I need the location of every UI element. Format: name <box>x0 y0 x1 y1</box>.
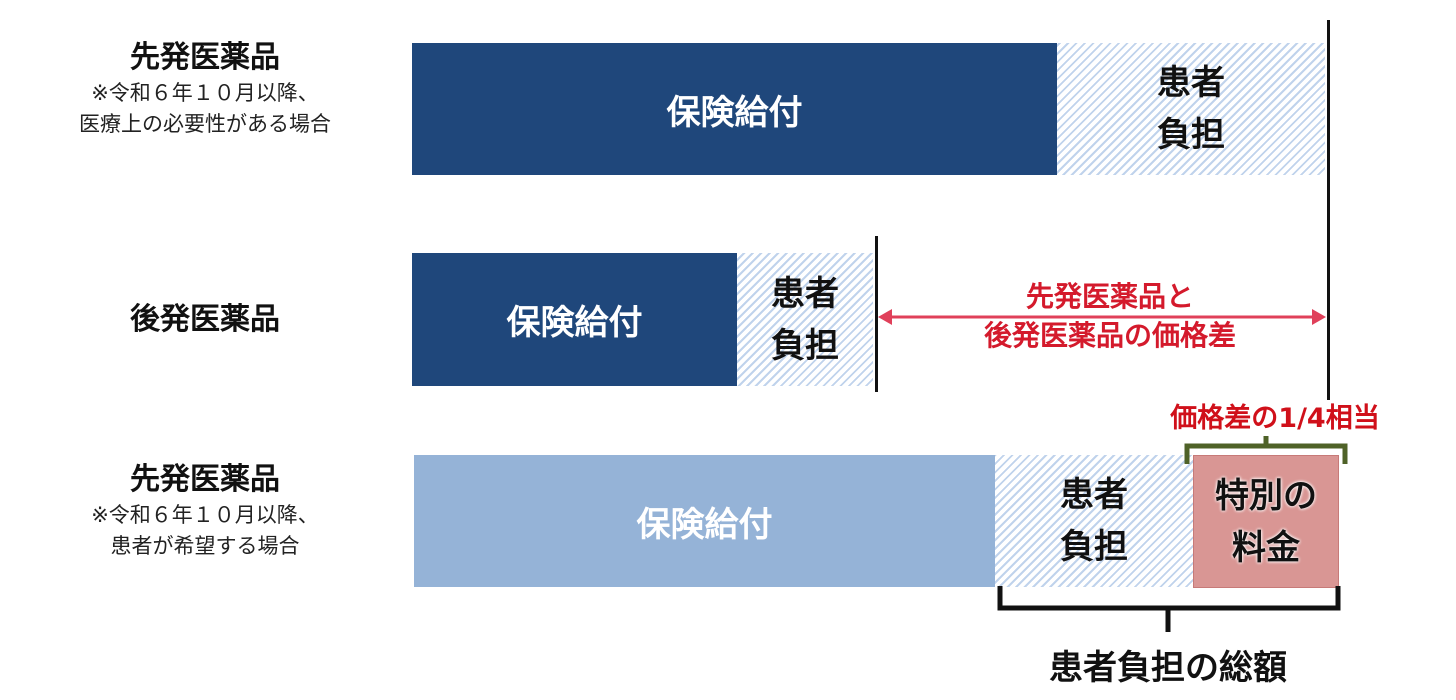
row3-title: 先発医薬品 <box>130 462 280 497</box>
row1-patient-2: 負担 <box>1157 115 1225 155</box>
row3-label: 先発医薬品 ※令和６年１０月以降、 患者が希望する場合 <box>20 460 390 562</box>
row2-title: 後発医薬品 <box>130 302 280 337</box>
row2-insurance-bar: 保険給付 <box>412 253 737 386</box>
total-label: 患者負担の総額 <box>1049 648 1287 688</box>
row1-title: 先発医薬品 <box>130 40 280 75</box>
price-diff-label: 先発医薬品と 後発医薬品の価格差 <box>900 278 1320 354</box>
quarter-bracket <box>1184 436 1348 464</box>
row1-patient-1: 患者 <box>1157 63 1225 103</box>
row1-note-1: ※令和６年１０月以降、 <box>91 81 319 105</box>
price-diff-line1: 先発医薬品と <box>1025 280 1194 313</box>
row1-patient-bar: 患者 負担 <box>1057 43 1325 175</box>
row3-note-2: 患者が希望する場合 <box>110 534 300 558</box>
special-fee-2: 料金 <box>1232 527 1300 568</box>
generic-price-line <box>875 236 878 392</box>
row3-insurance-bar: 保険給付 <box>414 455 995 587</box>
original-price-line <box>1327 20 1330 400</box>
row1-insurance-bar: 保険給付 <box>412 43 1057 175</box>
row3-patient-2: 負担 <box>1060 527 1128 567</box>
special-fee-1: 特別の <box>1215 475 1317 516</box>
row3-patient-1: 患者 <box>1060 475 1128 515</box>
row2-patient-1: 患者 <box>771 273 839 314</box>
row1-label: 先発医薬品 ※令和６年１０月以降、 医療上の必要性がある場合 <box>20 38 390 140</box>
row2-patient-bar: 患者 負担 <box>737 253 873 386</box>
row2-label: 後発医薬品 <box>20 300 390 340</box>
row3-patient-bar: 患者 負担 <box>995 455 1193 587</box>
total-bracket <box>997 586 1341 632</box>
price-diff-line2: 後発医薬品の価格差 <box>983 319 1236 352</box>
quarter-label: 価格差の1/4相当 <box>1170 403 1380 434</box>
price-diff-arrow <box>878 309 1326 325</box>
row3-note-1: ※令和６年１０月以降、 <box>91 503 319 527</box>
row1-note-2: 医療上の必要性がある場合 <box>79 112 331 136</box>
row2-patient-2: 負担 <box>771 325 839 366</box>
special-fee-bar: 特別の 料金 <box>1193 455 1339 588</box>
